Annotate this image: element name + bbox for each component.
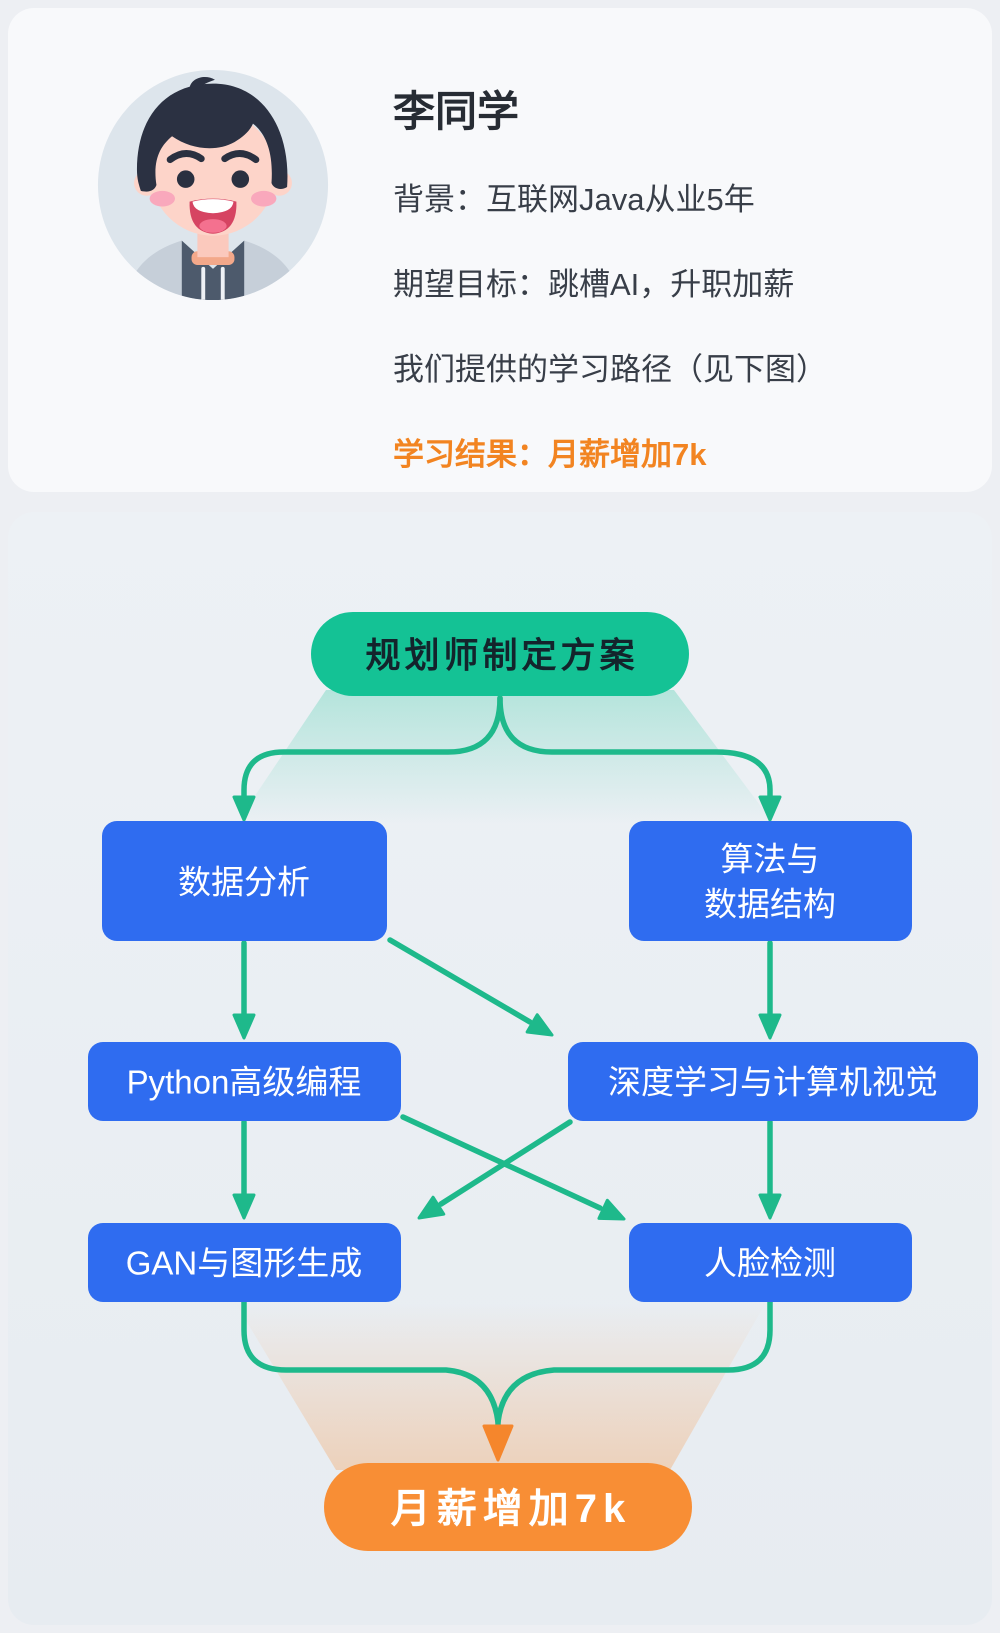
node-gan: GAN与图形生成 bbox=[88, 1223, 401, 1302]
result-line: 学习结果：月薪增加7k bbox=[393, 437, 707, 472]
node-algorithms-label-line2: 数据结构 bbox=[704, 886, 836, 923]
node-data-analysis: 数据分析 bbox=[102, 821, 387, 941]
edge-start-to-data-analysis bbox=[241, 695, 503, 799]
profile-card: 李同学 背景：互联网Java从业5年 期望目标：跳槽AI，升职加薪 我们提供的学… bbox=[8, 8, 992, 492]
node-python-label: Python高级编程 bbox=[127, 1064, 362, 1101]
node-deep-learning-label: 深度学习与计算机视觉 bbox=[608, 1064, 938, 1101]
avatar bbox=[96, 68, 330, 302]
node-deep-learning: 深度学习与计算机视觉 bbox=[568, 1042, 978, 1121]
node-start-label: 规划师制定方案 bbox=[365, 637, 638, 676]
node-algorithms-label-line1: 算法与 bbox=[721, 841, 820, 878]
arrow-paths bbox=[241, 695, 773, 1429]
path-note-line: 我们提供的学习路径（见下图） bbox=[393, 352, 827, 387]
edge-start-to-algorithms bbox=[497, 695, 773, 799]
node-result: 月薪增加7k bbox=[324, 1463, 692, 1551]
arrowheads bbox=[232, 795, 782, 1221]
student-name: 李同学 bbox=[393, 88, 520, 135]
edge-data-analysis-to-deep-learning bbox=[387, 937, 533, 1025]
node-algorithms: 算法与 数据结构 bbox=[629, 821, 912, 941]
edge-gan-to-result bbox=[241, 1299, 501, 1429]
green-spread-glow bbox=[236, 690, 774, 824]
orange-arrowhead bbox=[482, 1424, 514, 1462]
node-data-analysis-label: 数据分析 bbox=[178, 864, 310, 901]
node-result-label: 月薪增加7k bbox=[391, 1487, 632, 1531]
node-gan-label: GAN与图形生成 bbox=[126, 1245, 363, 1282]
background-line: 背景：互联网Java从业5年 bbox=[393, 182, 755, 217]
learning-path-card: 规划师制定方案 数据分析 算法与 数据结构 Python高级编程 深度学习与计算… bbox=[8, 512, 992, 1625]
edge-deep-learning-to-gan bbox=[438, 1119, 573, 1207]
node-face-detection: 人脸检测 bbox=[629, 1223, 912, 1302]
learning-path-flowchart: 规划师制定方案 数据分析 算法与 数据结构 Python高级编程 深度学习与计算… bbox=[88, 612, 978, 1551]
orange-funnel-glow bbox=[236, 1304, 765, 1470]
goal-line: 期望目标：跳槽AI，升职加薪 bbox=[393, 267, 795, 302]
edge-face-to-result bbox=[495, 1299, 773, 1425]
node-start: 规划师制定方案 bbox=[311, 612, 689, 696]
node-face-detection-label: 人脸检测 bbox=[704, 1245, 836, 1282]
student-avatar-icon bbox=[97, 69, 329, 301]
node-python: Python高级编程 bbox=[88, 1042, 401, 1121]
